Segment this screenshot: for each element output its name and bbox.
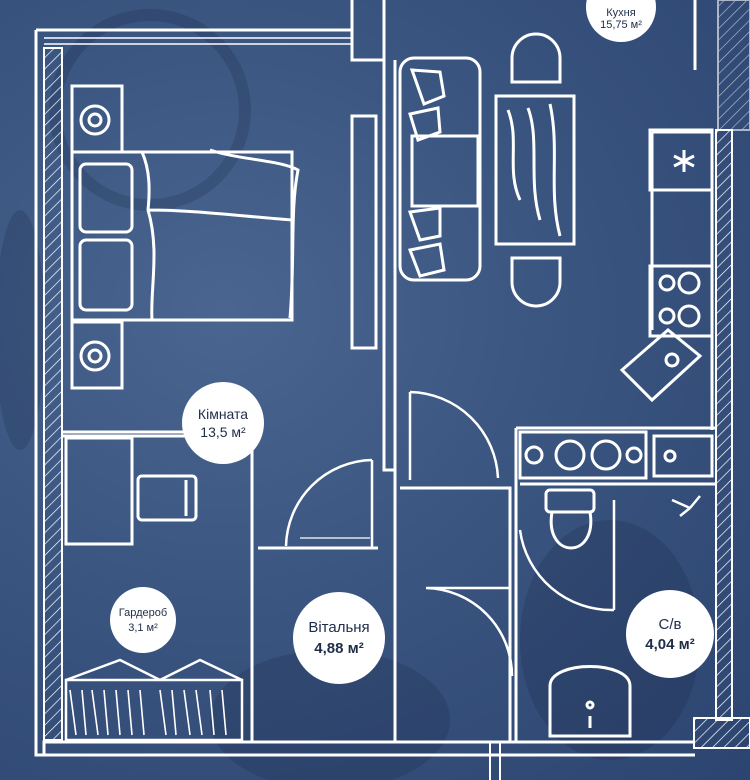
living-area: 4,88 м² <box>314 640 364 657</box>
desk <box>64 436 198 546</box>
wardrobe-name: Гардероб <box>118 606 168 619</box>
kitchen-name: Кухня <box>606 7 636 19</box>
bathroom-sink <box>548 665 632 738</box>
tv-panel <box>350 114 378 350</box>
wardrobe-label: Гардероб 3,1 м² <box>110 587 176 653</box>
toilet <box>544 488 596 550</box>
shower <box>671 495 701 517</box>
bathroom-name: С/в <box>658 615 682 633</box>
wardrobe-area: 3,1 м² <box>128 621 158 634</box>
living-label: Вітальня 4,88 м² <box>293 592 385 684</box>
wardrobe-shelves <box>64 658 244 742</box>
structural-walls <box>43 0 750 749</box>
doors <box>284 390 616 677</box>
bed <box>70 148 300 322</box>
nightstands <box>70 84 124 390</box>
living-name: Вітальня <box>308 619 370 636</box>
bathroom-area: 4,04 м² <box>645 635 695 653</box>
dining-table <box>494 32 576 308</box>
room-name: Кімната <box>197 406 249 422</box>
kitchen-counter <box>518 128 714 480</box>
background-shapes <box>0 9 700 780</box>
kitchen-area: 15,75 м² <box>600 19 642 31</box>
room-label: Кімната 13,5 м² <box>182 382 264 464</box>
bathroom-label: С/в 4,04 м² <box>626 590 714 678</box>
room-area: 13,5 м² <box>200 424 246 440</box>
sofa <box>398 56 482 282</box>
